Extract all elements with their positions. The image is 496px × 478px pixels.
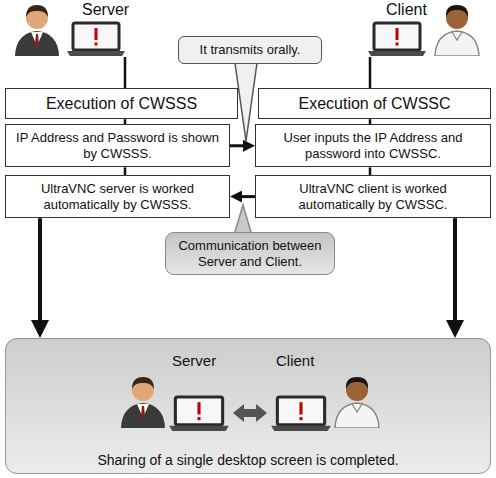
client-laptop: [368, 23, 426, 56]
role-label: Client: [276, 352, 314, 370]
process-box: Execution of CWSSS: [5, 88, 238, 119]
callout-text: It transmits orally.: [200, 42, 301, 58]
server-person: [121, 377, 165, 428]
role-label: Server: [172, 352, 216, 370]
lifeline: [124, 57, 127, 88]
box-text: UltraVNC server is worked automatically …: [12, 181, 223, 212]
connector-arrow: [38, 218, 42, 329]
box-text: UltraVNC client is worked automatically …: [262, 181, 484, 212]
process-box: IP Address and Password is shown by CWSS…: [5, 124, 230, 167]
role-label: Server: [82, 0, 129, 19]
connector-arrow: [236, 195, 255, 198]
process-box: Execution of CWSSC: [258, 88, 491, 119]
callout-text: Communication between Server and Client.: [172, 238, 328, 269]
connector-line: [369, 167, 372, 175]
speech-callout: It transmits orally.: [178, 36, 322, 64]
connector-arrow: [230, 144, 249, 147]
note-callout: Communication between Server and Client.: [165, 232, 335, 275]
client-laptop: [271, 397, 331, 431]
role-label: Client: [386, 0, 427, 19]
server-laptop: [169, 397, 229, 431]
process-box: UltraVNC client is worked automatically …: [255, 175, 491, 218]
connector-line: [124, 167, 127, 175]
panel-caption: Sharing of a single desktop screen is co…: [97, 452, 398, 469]
process-box: User inputs the IP Address and password …: [255, 124, 491, 167]
share-arrow: [233, 404, 267, 422]
box-text: IP Address and Password is shown by CWSS…: [12, 130, 223, 161]
server-person: [15, 5, 59, 56]
process-box: UltraVNC server is worked automatically …: [5, 175, 230, 218]
server-laptop: [67, 23, 125, 56]
connector-arrow: [453, 218, 457, 329]
client-person: [435, 5, 479, 56]
panel-ground: [5, 338, 491, 474]
result-panel: Sharing of a single desktop screen is co…: [5, 338, 491, 474]
box-heading: Execution of CWSSS: [46, 94, 197, 113]
client-person: [335, 377, 379, 428]
lifeline: [369, 57, 372, 88]
box-heading: Execution of CWSSC: [298, 94, 450, 113]
box-text: User inputs the IP Address and password …: [262, 130, 484, 161]
